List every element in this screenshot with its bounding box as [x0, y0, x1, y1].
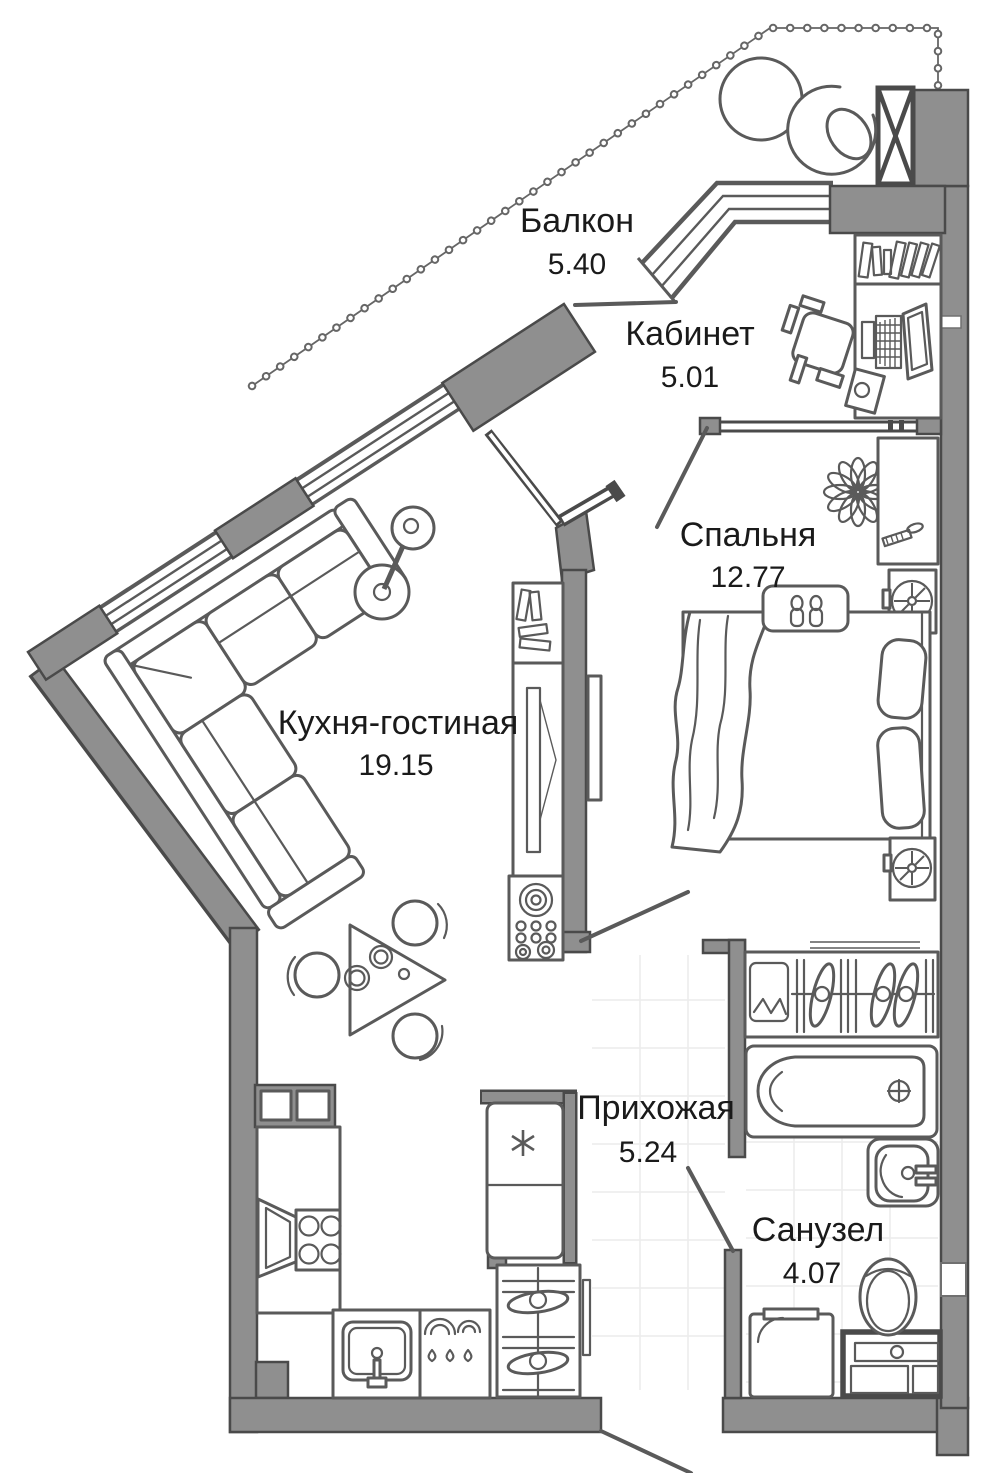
balcony-railing-icon: [636, 180, 833, 304]
svg-text:Прихожая: Прихожая: [577, 1089, 735, 1127]
svg-text:5.01: 5.01: [661, 361, 719, 394]
bookshelf-icon: [853, 233, 943, 287]
balcony-door-leaf: [573, 300, 678, 307]
bathtub-icon: [744, 1044, 939, 1139]
office-furniture: [780, 233, 943, 420]
svg-text:4.07: 4.07: [783, 1257, 841, 1290]
bedroom-door-leaf: [579, 890, 690, 943]
dining-set-icon: [286, 899, 448, 1062]
walls: [26, 85, 970, 1457]
double-bed-icon: [670, 610, 932, 854]
wardrobe-hangers-icon: [743, 941, 940, 1039]
svg-text:5.40: 5.40: [548, 248, 606, 281]
chair-icon: [391, 899, 448, 947]
mousepad-icon: [844, 367, 886, 415]
hanging-chair-icon: [786, 84, 878, 176]
doors: [573, 300, 735, 1473]
nightstand-fan-icon: [882, 836, 937, 902]
bench-slippers-icon: [761, 584, 850, 633]
svg-text:Санузел: Санузел: [752, 1211, 884, 1249]
chair-icon: [286, 951, 341, 999]
room-label-bathroom: Санузел 4.07: [752, 1211, 884, 1290]
dresser-icon: [876, 436, 940, 566]
washing-machine-icon: [748, 1307, 835, 1399]
speaker-unit-icon: [507, 874, 565, 962]
entrance-door-leaf: [599, 1429, 693, 1473]
snowflake-icon: [511, 1130, 535, 1156]
svg-text:Кухня-гостиная: Кухня-гостиная: [278, 704, 519, 742]
bedroom-furniture: [670, 436, 940, 902]
floor-lamp-icon: [353, 505, 436, 621]
kitchen-sink-icon: [331, 1308, 422, 1400]
svg-text:Кабинет: Кабинет: [625, 315, 754, 353]
pillow: [876, 638, 928, 720]
comb-icon: [881, 522, 924, 548]
balcony-furniture: [718, 56, 878, 176]
office-chair-icon: [780, 294, 855, 389]
stove-icon: [294, 1208, 342, 1272]
washbasin-icon: [866, 1137, 940, 1208]
fridge-icon: [485, 1101, 565, 1260]
svg-text:Балкон: Балкон: [520, 202, 634, 240]
svg-text:Спальня: Спальня: [680, 516, 817, 554]
svg-text:12.77: 12.77: [710, 561, 785, 594]
kitchen-icons: [253, 1083, 592, 1400]
tv-icon: [586, 674, 603, 802]
boundary-chain-icon: [247, 23, 943, 391]
room-label-bedroom: Спальня 12.77: [680, 516, 817, 594]
shaft-x-box-icon: [875, 85, 916, 187]
laptop-icon: [860, 302, 934, 381]
pillow: [876, 726, 926, 830]
room-label-balcony: Балкон 5.40: [520, 202, 634, 281]
toilet-icon: [858, 1257, 918, 1337]
svg-text:5.24: 5.24: [619, 1136, 677, 1169]
corner-sofa-icon: [103, 497, 408, 930]
living-kitchen-furniture: [103, 497, 603, 1400]
coat-closet-icon: [495, 1263, 592, 1399]
room-label-hallway: Прихожая 5.24: [577, 1089, 735, 1169]
tv-media-column-icon: [511, 581, 603, 878]
glazed-partition: [698, 416, 943, 436]
svg-text:19.15: 19.15: [358, 749, 433, 782]
bedroom-sliding-leaf: [655, 426, 709, 529]
vanity-cabinet-icon: [840, 1329, 943, 1399]
chair-icon: [391, 1012, 444, 1062]
room-label-office: Кабинет 5.01: [625, 315, 754, 394]
dish-rack-icon: [418, 1308, 492, 1400]
bathroom-door-leaf: [686, 1166, 735, 1253]
bathroom-fixtures: [744, 1044, 943, 1399]
sliding-door-panel: [557, 479, 626, 527]
room-label-kitchen-living: Кухня-гостиная 19.15: [278, 704, 519, 782]
